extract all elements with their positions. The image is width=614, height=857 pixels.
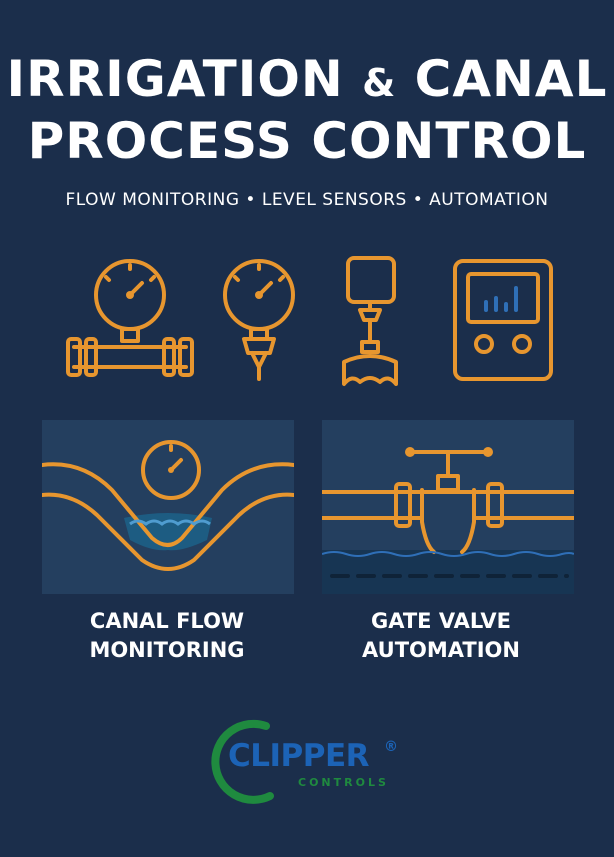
canal-flow-illustration [42, 440, 294, 571]
canal-flow-caption-line2: MONITORING [89, 638, 245, 662]
logo-subtitle: CONTROLS [298, 776, 389, 789]
gate-valve-illustration [322, 447, 574, 594]
logo-swoosh-icon [211, 719, 274, 804]
poster-title-line1: IRRIGATION & CANAL [0, 50, 614, 108]
canal-flow-caption-line1: CANAL FLOW [89, 609, 245, 633]
title-word-canal: CANAL [414, 50, 608, 108]
poster-title-line2: PROCESS CONTROL [27, 112, 587, 170]
gate-valve-caption: GATE VALVE AUTOMATION [311, 607, 571, 665]
gate-valve-caption-line2: AUTOMATION [362, 638, 520, 662]
controller-display-icon [453, 259, 553, 381]
level-sensor-icon [342, 256, 398, 386]
gate-valve-caption-line1: GATE VALVE [370, 609, 511, 633]
canal-flow-caption: CANAL FLOW MONITORING [37, 607, 297, 665]
pressure-gauge-icon [223, 259, 295, 381]
flow-meter-icon [66, 259, 194, 377]
poster-subtitle: FLOW MONITORING • LEVEL SENSORS • AUTOMA… [65, 190, 549, 210]
title-word-irrigation: IRRIGATION [6, 50, 344, 108]
logo-registered-mark: ® [384, 739, 398, 755]
gate-valve-panel [322, 420, 574, 594]
title-ampersand: & [362, 61, 397, 105]
canal-flow-panel [42, 420, 294, 594]
clipper-controls-logo: CLIPPER ® CONTROLS [196, 716, 416, 806]
logo-name: CLIPPER [228, 738, 370, 774]
